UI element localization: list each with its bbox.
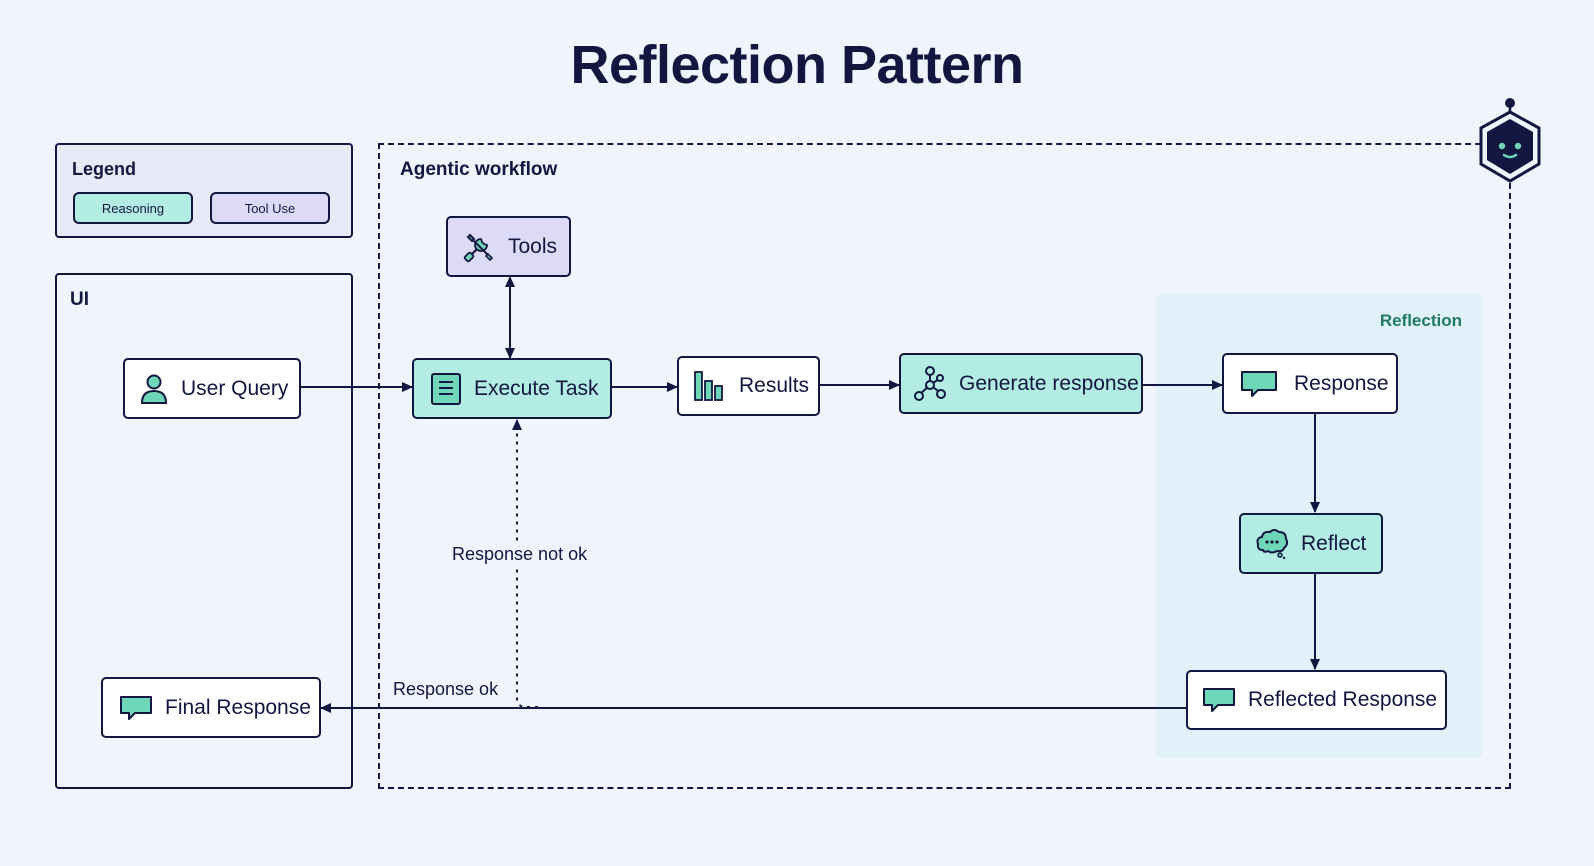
user-icon — [139, 373, 169, 405]
agentic-workflow-region: Agentic workflow — [378, 143, 1511, 789]
user-query-label: User Query — [181, 376, 289, 400]
reflection-heading: Reflection — [1379, 311, 1462, 330]
execute-task-label: Execute Task — [474, 376, 599, 400]
bar-chart-icon — [693, 369, 727, 403]
network-icon — [913, 365, 947, 403]
tools-label: Tools — [508, 234, 558, 258]
workflow-heading: Agentic workflow — [400, 159, 558, 180]
tools-node[interactable]: Tools — [446, 216, 571, 277]
edge-label-ok: Response ok — [393, 679, 499, 699]
edge-not-ok-loop — [512, 419, 538, 708]
page-title: Reflection Pattern — [570, 35, 1024, 95]
response-label: Response — [1294, 371, 1389, 395]
generate-response-label: Generate response — [959, 371, 1139, 395]
execute-task-node[interactable]: Execute Task — [412, 358, 612, 419]
generate-response-node[interactable]: Generate response — [899, 353, 1143, 414]
user-query-node[interactable]: User Query — [123, 358, 301, 419]
ui-heading: UI — [70, 289, 89, 310]
edge-label-not-ok: Response not ok — [446, 542, 594, 567]
response-node[interactable]: Response — [1222, 353, 1398, 414]
final-response-label: Final Response — [165, 695, 311, 719]
legend-panel: Legend Reasoning Tool Use — [55, 143, 353, 238]
chat-bubble-icon — [119, 694, 153, 722]
reflected-response-node[interactable]: Reflected Response — [1186, 670, 1447, 730]
thought-bubble-icon — [1255, 528, 1289, 560]
final-response-node[interactable]: Final Response — [101, 677, 321, 738]
reflect-node[interactable]: Reflect — [1239, 513, 1383, 574]
robot-icon — [1476, 96, 1546, 188]
reflect-label: Reflect — [1301, 531, 1367, 555]
tools-icon — [462, 230, 496, 264]
chat-bubble-icon — [1202, 686, 1236, 714]
legend-reasoning-chip: Reasoning — [73, 192, 193, 224]
results-node[interactable]: Results — [677, 356, 820, 416]
legend-heading: Legend — [72, 159, 137, 179]
reflected-response-label: Reflected Response — [1248, 688, 1438, 711]
chat-bubble-icon — [1240, 369, 1278, 399]
document-icon — [430, 372, 462, 406]
results-label: Results — [739, 374, 810, 397]
legend-tool-use-chip: Tool Use — [210, 192, 330, 224]
